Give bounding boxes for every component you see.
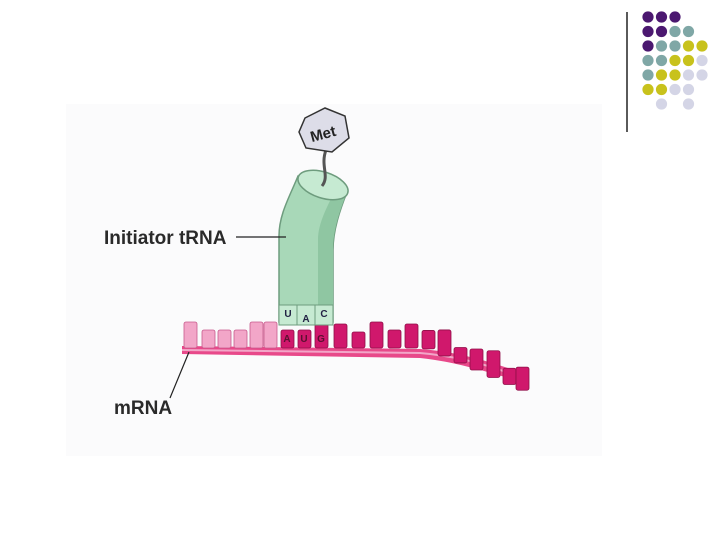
decor-dot	[696, 69, 708, 81]
decor-dot	[642, 54, 654, 67]
mrna-base	[280, 329, 295, 349]
mrna-base	[421, 330, 436, 350]
codon-base-2: U	[300, 334, 307, 345]
anticodon-base-2: A	[302, 314, 309, 325]
decor-dot	[669, 11, 681, 23]
decor-dot	[655, 11, 668, 23]
decor-dot	[669, 40, 681, 52]
mrna-strand	[181, 321, 530, 391]
mrna-codon: A U G	[283, 334, 325, 345]
figure-background	[66, 104, 602, 456]
mrna-base	[217, 329, 232, 349]
anticodon-block	[278, 304, 334, 326]
decor-dot	[642, 25, 654, 38]
mrna-base	[515, 366, 530, 391]
translation-initiation-diagram: A U G U A C Met	[66, 104, 602, 456]
codon-base-1: A	[283, 334, 290, 345]
decorative-dot-grid	[642, 11, 708, 110]
decor-dot	[642, 40, 654, 52]
decor-dot	[682, 40, 695, 52]
decor-dot	[696, 40, 708, 52]
mrna-base	[502, 367, 517, 385]
met-amino-acid: Met	[298, 107, 350, 153]
decor-dot	[655, 25, 668, 38]
decor-dot	[669, 83, 681, 96]
anticodon-base-1: U	[284, 309, 291, 320]
mrna-leader-line	[169, 351, 190, 399]
initiator-trna: U A C	[278, 149, 349, 326]
anticodon-base-3: C	[320, 309, 327, 320]
mrna-base	[249, 321, 264, 349]
mrna-label: mRNA	[114, 398, 173, 419]
decor-dot	[696, 54, 708, 67]
mrna-base	[387, 329, 402, 349]
mrna-base	[437, 329, 452, 357]
mrna-base	[351, 331, 366, 349]
decor-dot	[682, 98, 695, 110]
decor-dot	[655, 69, 668, 81]
decor-dot	[655, 83, 668, 96]
decor-dot	[682, 83, 695, 96]
mrna-base	[263, 321, 278, 349]
decor-dot	[642, 11, 654, 23]
decor-dot	[642, 83, 654, 96]
initiator-trna-label: Initiator tRNA	[104, 228, 227, 249]
decor-dot	[682, 54, 695, 67]
mrna-base	[469, 348, 484, 371]
decor-dot	[655, 98, 668, 110]
mrna-base	[183, 321, 198, 349]
met-hexagon	[298, 107, 350, 153]
decor-dot	[642, 69, 654, 81]
mrna-base	[369, 321, 384, 349]
decor-dot	[682, 25, 695, 38]
amino-acid-linker	[320, 149, 328, 187]
mrna-base	[201, 329, 216, 349]
mrna-base	[333, 323, 348, 349]
decor-dot	[669, 54, 681, 67]
trna-shading	[318, 188, 347, 322]
mrna-base	[297, 329, 312, 349]
mrna-base	[453, 347, 468, 364]
decor-dot	[655, 54, 668, 67]
met-label: Met	[308, 123, 337, 146]
decor-dot	[669, 69, 681, 81]
mrna-bases	[183, 321, 530, 391]
mrna-base	[486, 350, 501, 378]
mrna-base	[404, 323, 419, 349]
codon-base-3: G	[317, 334, 325, 345]
decor-dot	[682, 69, 695, 81]
decor-dot	[655, 40, 668, 52]
mrna-base	[233, 329, 248, 349]
decor-dot	[669, 25, 681, 38]
